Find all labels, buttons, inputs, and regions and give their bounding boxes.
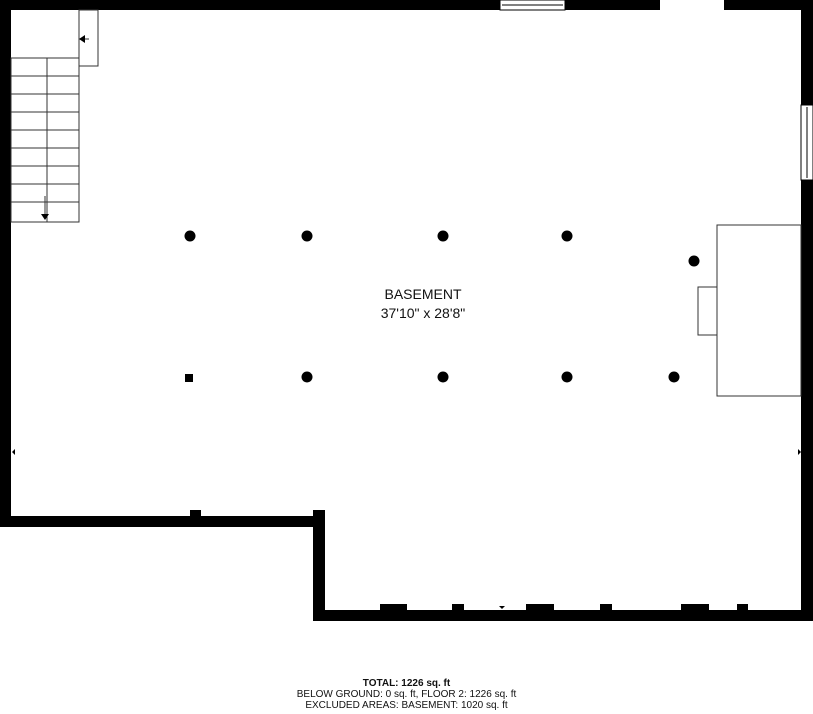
- total-area: TOTAL: 1226 sq. ft: [362, 678, 451, 689]
- post: [301, 230, 313, 242]
- excluded-area: EXCLUDED AREAS: BASEMENT: 1020 sq. ft: [305, 700, 508, 711]
- below-ground-area: BELOW GROUND: 0 sq. ft, FLOOR 2: 1226 sq…: [296, 689, 517, 700]
- stairs-left-arrow-icon: [79, 35, 85, 43]
- post: [301, 371, 313, 383]
- post: [561, 230, 573, 242]
- wall-left: [0, 0, 11, 527]
- post: [561, 371, 573, 383]
- wall-bottom-left: [0, 516, 325, 527]
- post-square: [185, 374, 193, 382]
- window-right: [800, 104, 813, 181]
- stairs-down-arrow-icon: [41, 214, 49, 220]
- post: [688, 255, 700, 267]
- wall-top: [0, 0, 813, 10]
- staircase: [10, 9, 99, 223]
- post: [437, 371, 449, 383]
- marker-bottom-icon: [499, 606, 505, 609]
- post: [184, 230, 196, 242]
- support-posts: [184, 230, 700, 383]
- marker-left-icon: [12, 449, 15, 455]
- wall-features: [190, 510, 748, 611]
- top-openings: [499, 0, 724, 11]
- area-totals: TOTAL: 1226 sq. ft BELOW GROUND: 0 sq. f…: [0, 678, 813, 711]
- room-dimensions: 37'10" x 28'8": [381, 305, 466, 321]
- wall-right: [801, 0, 813, 621]
- mechanical-area: [697, 224, 802, 397]
- post: [668, 371, 680, 383]
- post: [437, 230, 449, 242]
- wall-bottom-right: [313, 610, 813, 621]
- room-name: BASEMENT: [384, 286, 461, 302]
- wall-step-vertical: [313, 510, 325, 621]
- opening-top-right: [660, 0, 724, 10]
- marker-right-icon: [798, 449, 801, 455]
